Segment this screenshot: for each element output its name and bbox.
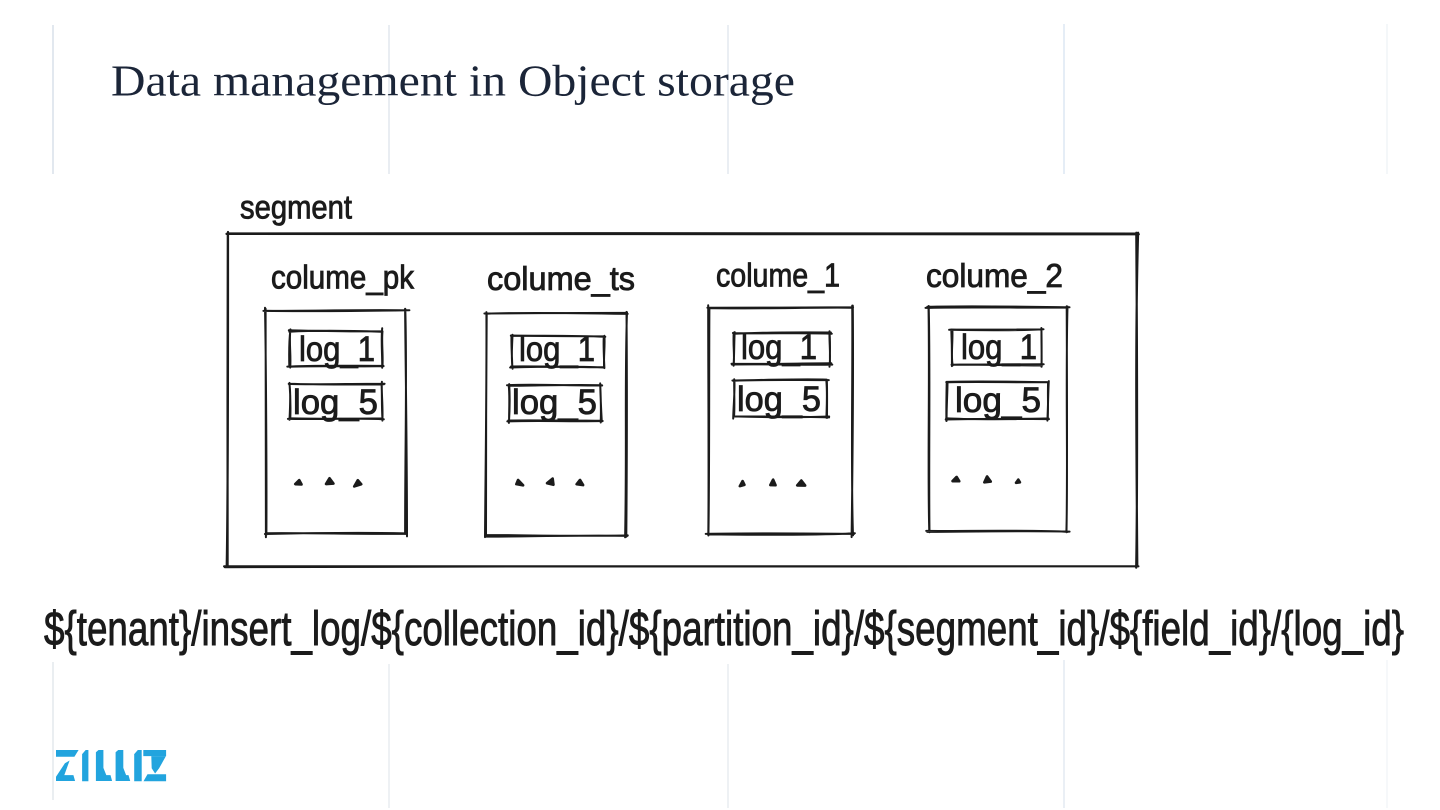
- svg-text:segment: segment: [240, 189, 352, 226]
- svg-text:colume_pk: colume_pk: [271, 259, 414, 296]
- svg-text:log_1: log_1: [741, 328, 817, 367]
- svg-text:colume_2: colume_2: [926, 257, 1063, 294]
- svg-text:log_5: log_5: [737, 380, 821, 419]
- svg-text:log_5: log_5: [955, 381, 1041, 420]
- svg-text:colume_1: colume_1: [716, 257, 840, 294]
- svg-text:log_5: log_5: [512, 383, 597, 422]
- svg-text:colume_ts: colume_ts: [487, 260, 635, 297]
- svg-text:log_1: log_1: [299, 330, 375, 369]
- svg-text:Data management in Object stor: Data management in Object storage: [111, 57, 795, 106]
- svg-text:log_1: log_1: [519, 330, 595, 369]
- svg-text:${tenant}/insert_log/${collect: ${tenant}/insert_log/${collection_id}/${…: [44, 603, 1404, 656]
- svg-text:log_1: log_1: [961, 328, 1037, 367]
- svg-text:log_5: log_5: [293, 383, 378, 422]
